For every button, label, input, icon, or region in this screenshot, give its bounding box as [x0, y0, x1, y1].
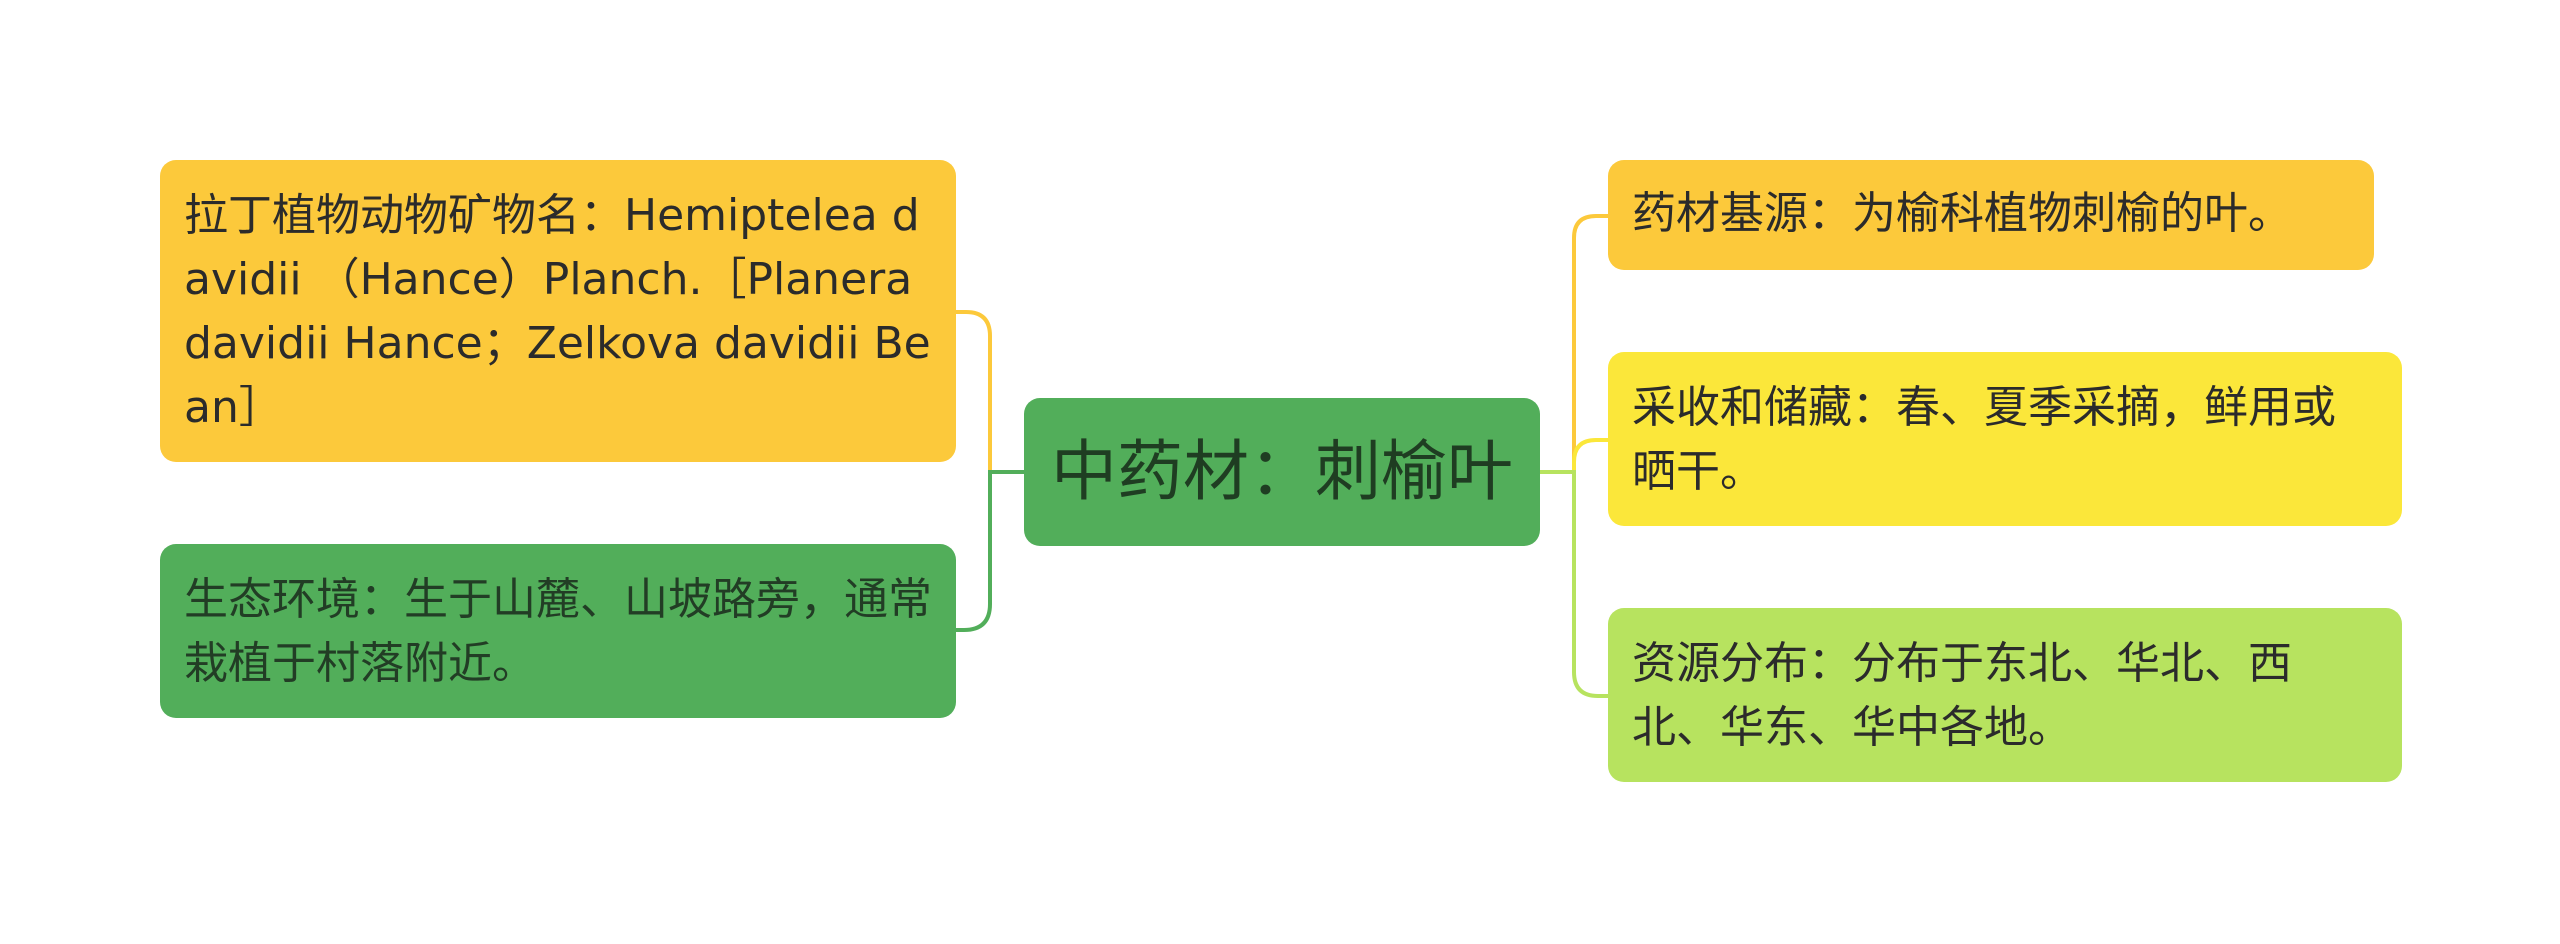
branch-habitat-text: 生态环境：生于山麓、山坡路旁，通常栽植于村落附近。: [184, 574, 932, 689]
branch-source-text: 药材基源：为榆科植物刺榆的叶。: [1632, 188, 2292, 239]
branch-harvest-storage[interactable]: 采收和储藏：春、夏季采摘，鲜用或晒干。: [1608, 352, 2402, 526]
connector-right-middle: [1540, 438, 1608, 474]
branch-latin-name-text: 拉丁植物动物矿物名：Hemiptelea davidii （Hance）Plan…: [184, 190, 931, 433]
branch-distribution-text: 资源分布：分布于东北、华北、西北、华东、华中各地。: [1632, 638, 2292, 753]
connector-right-top: [1540, 214, 1608, 474]
connector-left-bottom: [956, 470, 1024, 632]
branch-harvest-storage-text: 采收和储藏：春、夏季采摘，鲜用或晒干。: [1632, 382, 2336, 497]
connector-right-bottom: [1540, 470, 1608, 698]
branch-source[interactable]: 药材基源：为榆科植物刺榆的叶。: [1608, 160, 2374, 270]
branch-distribution[interactable]: 资源分布：分布于东北、华北、西北、华东、华中各地。: [1608, 608, 2402, 782]
center-topic-label: 中药材：刺榆叶: [1051, 433, 1513, 510]
branch-latin-name[interactable]: 拉丁植物动物矿物名：Hemiptelea davidii （Hance）Plan…: [160, 160, 956, 462]
connector-left-top: [956, 310, 1024, 474]
branch-habitat[interactable]: 生态环境：生于山麓、山坡路旁，通常栽植于村落附近。: [160, 544, 956, 718]
center-topic[interactable]: 中药材：刺榆叶: [1024, 398, 1540, 546]
